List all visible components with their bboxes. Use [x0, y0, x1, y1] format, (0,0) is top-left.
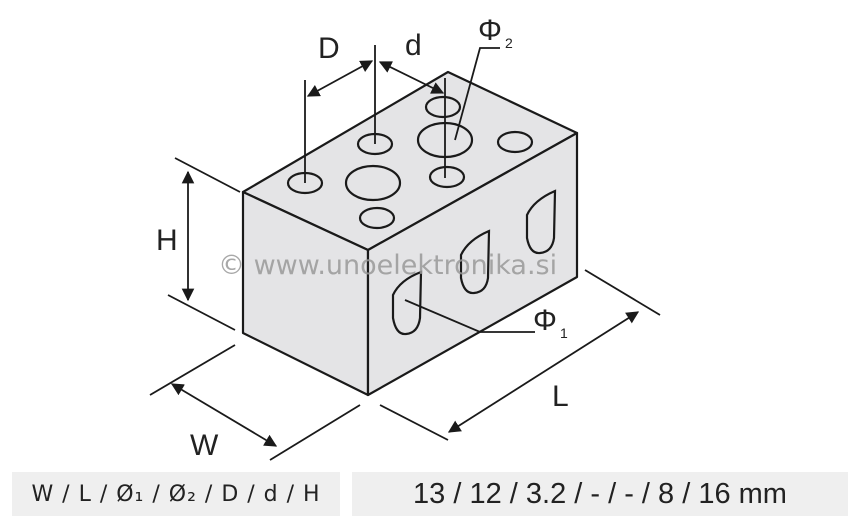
- label-phi1: Φ: [533, 304, 557, 337]
- label-phi1-sub: 1: [560, 325, 568, 341]
- dimension-lines: [149, 45, 661, 461]
- watermark: © www.unoelektronika.si: [218, 250, 557, 281]
- label-phi2: Φ: [478, 14, 502, 47]
- label-phi2-sub: 2: [505, 35, 513, 51]
- label-L: L: [552, 380, 569, 413]
- side-screw-holes: [391, 189, 557, 336]
- block-right-face: [366, 131, 579, 397]
- label-W: W: [190, 429, 219, 462]
- label-D: D: [318, 32, 340, 65]
- label-d: d: [405, 29, 422, 62]
- label-H: H: [156, 224, 178, 257]
- spec-values: 13 / 12 / 3.2 / - / - / 8 / 16 mm: [352, 472, 848, 516]
- spec-parameters: W / L / Ø₁ / Ø₂ / D / d / H: [12, 472, 340, 516]
